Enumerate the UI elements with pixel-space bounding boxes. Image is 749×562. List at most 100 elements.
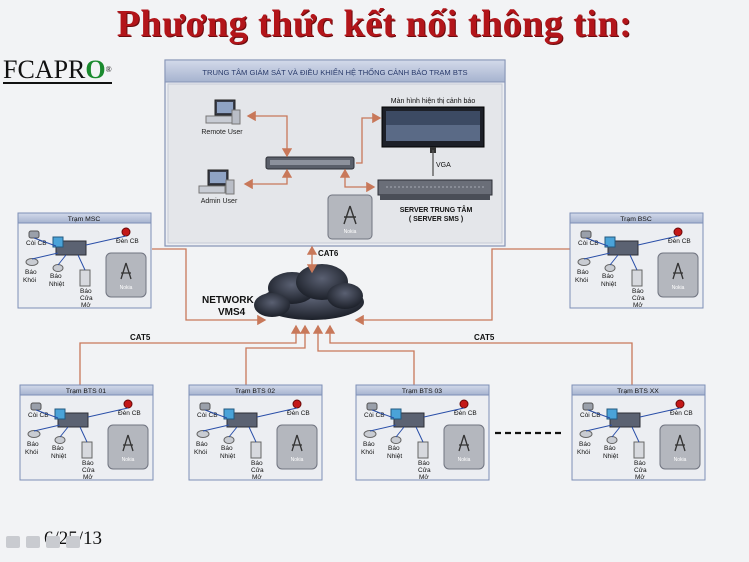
heat-sensor-label: Báo: [52, 445, 64, 452]
nokia-box-icon: [443, 424, 485, 470]
heat-sensor-icon: [54, 436, 66, 444]
door-sensor-label: Mở: [635, 473, 645, 481]
nokia-box-icon: [107, 424, 149, 470]
nokia-box-label: Nokia: [458, 457, 471, 463]
admin-user-label: Admin User: [201, 198, 238, 205]
heat-sensor-icon: [390, 436, 402, 444]
heat-sensor-label: Nhiệt: [49, 281, 64, 288]
alarm-light-label: Đèn CB: [116, 238, 139, 245]
siren-label: Còi CB: [28, 412, 49, 419]
monitor-display-icon: [381, 106, 485, 153]
door-sensor-icon: [633, 441, 645, 459]
heat-sensor-label: Báo: [221, 445, 233, 452]
heat-sensor-label: Nhiệt: [51, 453, 66, 460]
server-sub-label: ( SERVER SMS ): [409, 216, 463, 223]
network-sub-label: VMS4: [218, 307, 246, 318]
door-sensor-label: Báo: [251, 460, 263, 467]
door-sensor-icon: [250, 441, 262, 459]
heat-sensor-label: Báo: [50, 273, 62, 280]
monitor-label: Màn hình hiện thị cảnh báo: [391, 98, 476, 105]
page-title: Phương thức kết nối thông tin:: [116, 3, 633, 45]
heat-sensor-label: Nhiệt: [220, 453, 235, 460]
remote-user-pc-icon: [205, 99, 241, 125]
door-sensor-label: Cửa: [80, 294, 93, 302]
pen-tool-icon[interactable]: [26, 536, 40, 548]
siren-icon: [582, 402, 594, 411]
alarm-light-icon: [459, 399, 469, 409]
next-slide-icon[interactable]: [66, 536, 80, 548]
heat-sensor-label: Báo: [604, 445, 616, 452]
slide-menu-icon[interactable]: [46, 536, 60, 548]
door-sensor-label: Báo: [632, 288, 644, 295]
station-name: Trạm BTS XX: [617, 388, 659, 395]
smoke-sensor-icon: [27, 430, 41, 438]
station-name: Trạm BTS 01: [66, 388, 106, 395]
server-icon: [377, 179, 493, 200]
siren-label: Còi CB: [26, 240, 47, 247]
heat-sensor-icon: [223, 436, 235, 444]
smoke-sensor-label: Báo: [196, 441, 208, 448]
siren-icon: [366, 402, 378, 411]
smoke-sensor-label: Khói: [23, 277, 36, 284]
server-label: SERVER TRUNG TÂM: [400, 205, 473, 214]
nokia-box-icon: [105, 252, 147, 298]
alarm-light-icon: [123, 399, 133, 409]
alarm-light-icon: [673, 227, 683, 237]
door-sensor-label: Mở: [83, 473, 93, 481]
station-name: Trạm BTS 03: [402, 388, 442, 395]
heat-sensor-label: Nhiệt: [387, 453, 402, 460]
alarm-light-icon: [292, 399, 302, 409]
smoke-sensor-label: Báo: [363, 441, 375, 448]
smoke-sensor-icon: [579, 430, 593, 438]
cat5-left-label: CAT5: [130, 333, 151, 342]
door-sensor-icon: [79, 269, 91, 287]
door-sensor-label: Báo: [82, 460, 94, 467]
controller-port-icon: [223, 408, 235, 420]
siren-label: Còi CB: [197, 412, 218, 419]
door-sensor-label: Cửa: [82, 466, 95, 474]
smoke-sensor-label: Khói: [194, 449, 207, 456]
smoke-sensor-icon: [196, 430, 210, 438]
door-sensor-label: Mở: [633, 301, 643, 309]
nokia-box-icon: [276, 424, 318, 470]
door-sensor-label: Báo: [634, 460, 646, 467]
controller-port-icon: [52, 236, 64, 248]
heat-sensor-label: Nhiệt: [603, 453, 618, 460]
smoke-sensor-label: Khói: [361, 449, 374, 456]
alarm-light-label: Đèn CB: [454, 410, 477, 417]
door-sensor-label: Báo: [418, 460, 430, 467]
smoke-sensor-label: Báo: [577, 269, 589, 276]
smoke-sensor-label: Báo: [579, 441, 591, 448]
cat5-right-label: CAT5: [474, 333, 495, 342]
network-switch-icon: [265, 156, 355, 170]
nokia-box-icon: [659, 424, 701, 470]
door-sensor-label: Cửa: [634, 466, 647, 474]
station-name: Trạm BTS 02: [235, 388, 275, 395]
nokia-box-label: Nokia: [291, 457, 304, 463]
alarm-light-label: Đèn CB: [668, 238, 691, 245]
nokia-box-label: Nokia: [672, 285, 685, 291]
controller-port-icon: [390, 408, 402, 420]
heat-sensor-icon: [604, 264, 616, 272]
network-label: NETWORK: [202, 295, 254, 306]
network-cloud: [254, 264, 364, 320]
center-panel-title: TRUNG TÂM GIÁM SÁT VÀ ĐIỀU KHIỂN HỆ THỐN…: [202, 67, 467, 77]
controller-port-icon: [604, 236, 616, 248]
door-sensor-label: Cửa: [632, 294, 645, 302]
heat-sensor-label: Báo: [388, 445, 400, 452]
door-sensor-label: Báo: [80, 288, 92, 295]
heat-sensor-icon: [606, 436, 618, 444]
alarm-light-label: Đèn CB: [118, 410, 141, 417]
alarm-light-label: Đèn CB: [287, 410, 310, 417]
prev-slide-icon[interactable]: [6, 536, 20, 548]
nokia-box-label: Nokia: [674, 457, 687, 463]
slide-nav-controls[interactable]: [6, 536, 80, 548]
smoke-sensor-label: Khói: [577, 449, 590, 456]
center-nokia-box-icon: Nokia: [327, 194, 373, 240]
vga-label: VGA: [436, 162, 451, 169]
siren-icon: [580, 230, 592, 239]
